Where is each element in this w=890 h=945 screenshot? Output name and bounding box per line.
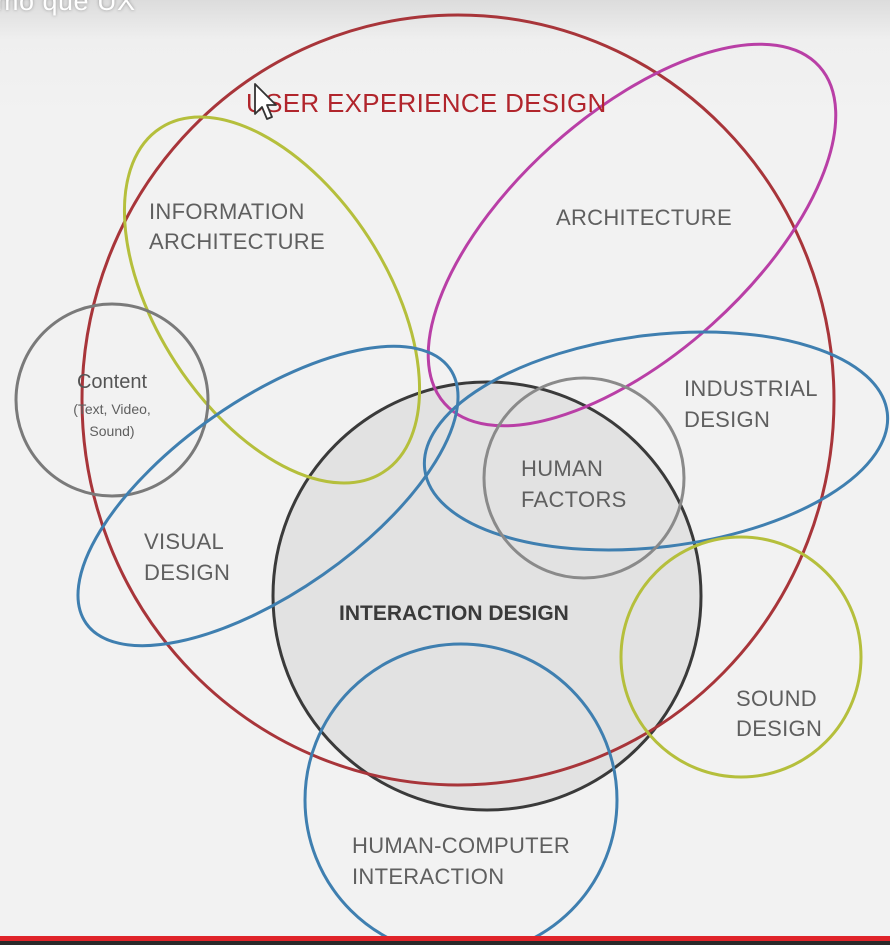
hci-label-line2: INTERACTION [352,864,504,889]
information-architecture-label-line1: INFORMATION [149,199,305,224]
content-sub-label-line2: Sound) [89,423,134,439]
content-sub-label-line1: (Text, Video, [73,401,151,417]
information-architecture-label-line2: ARCHITECTURE [149,229,325,254]
industrial-design-label-line1: INDUSTRIAL [684,376,818,401]
human-factors-label-line1: HUMAN [521,456,603,481]
video-controls-edge [0,941,890,945]
content-label: Content [77,371,147,393]
sound-design-circle [619,535,863,779]
visual-design-ellipse [76,344,460,648]
visual-design-label-line1: VISUAL [144,529,224,554]
hci-label-line1: HUMAN-COMPUTER [352,833,570,858]
industrial-design-label-line2: DESIGN [684,407,770,432]
content-circle [14,302,210,498]
sound-design-label-line2: DESIGN [736,716,822,741]
subtitle-caption: mo que UX [0,0,136,16]
ux-design-circle [80,13,836,787]
visual-design-label-line2: DESIGN [144,560,230,585]
architecture-label: ARCHITECTURE [556,205,732,230]
interaction-design-label: INTERACTION DESIGN [339,602,569,625]
mouse-cursor-icon [254,83,277,120]
hci-circle [303,642,619,945]
interaction-design-circle [271,380,703,812]
industrial-design-ellipse [422,330,890,552]
information-architecture-ellipse [122,115,422,485]
video-progress-bar[interactable] [0,936,890,941]
ux-design-title: USER EXPERIENCE DESIGN [246,88,607,118]
human-factors-label-line2: FACTORS [521,487,627,512]
human-factors-circle [482,376,686,580]
sound-design-label-line1: SOUND [736,686,817,711]
architecture-ellipse [426,42,838,428]
